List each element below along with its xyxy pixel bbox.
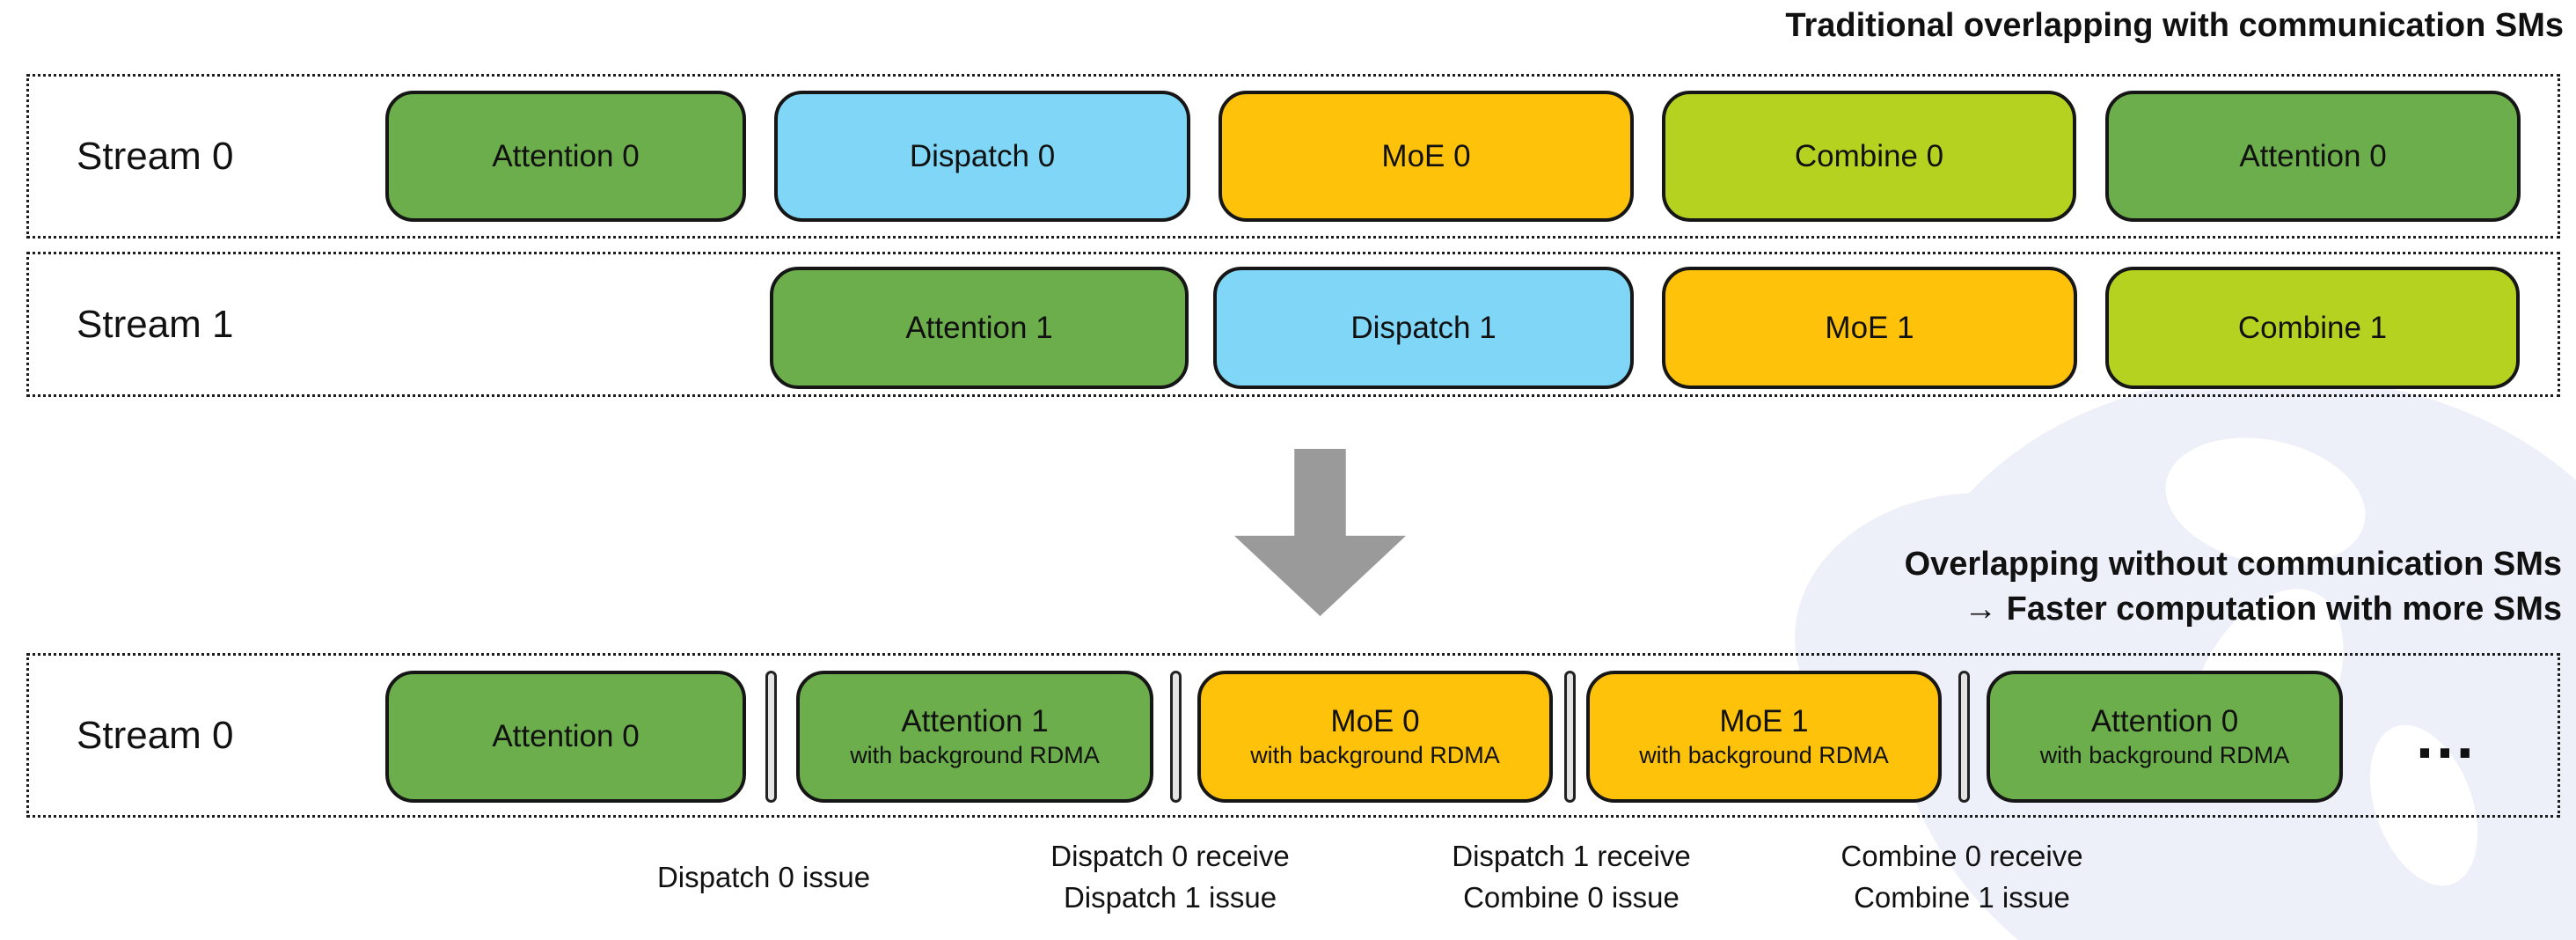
title-traditional-overlapping: Traditional overlapping with communicati… (1785, 7, 2564, 44)
task-block-label: MoE 1 (1825, 310, 1914, 345)
task-block-dispatch-0: Dispatch 0 (774, 91, 1190, 222)
task-block-sublabel: with background RDMA (1250, 742, 1500, 768)
task-block-attention-1: Attention 1 with background RDMA (796, 671, 1153, 803)
stream-0-label: Stream 0 (77, 713, 234, 757)
panel-top-stream-0: Stream 0 Attention 0 Dispatch 0 MoE 0 Combi… (26, 74, 2560, 239)
task-block-label: MoE 0 (1330, 704, 1420, 738)
task-block-label: Attention 0 (2090, 704, 2239, 738)
task-block-attention-0: Attention 0 with background RDMA (1987, 671, 2343, 803)
comm-annotation-line: Combine 0 issue (1463, 881, 1680, 914)
task-block-moe-0: MoE 0 with background RDMA (1197, 671, 1553, 803)
panel-bottom-stream-0: Stream 0 … Attention 0 Attention 1 with ba… (26, 653, 2560, 818)
task-block-label: Combine 0 (1794, 138, 1944, 173)
comm-divider (1958, 671, 1970, 803)
comm-divider (765, 671, 777, 803)
stream-1-label: Stream 1 (77, 302, 234, 346)
comm-annotation-line: Combine 1 issue (1854, 881, 2070, 914)
comm-annotation-line: Dispatch 1 issue (1063, 881, 1277, 914)
comm-annotation-line: Dispatch 1 receive (1452, 840, 1691, 872)
task-block-attention-0: Attention 0 (385, 91, 746, 222)
task-block-moe-0: MoE 0 (1218, 91, 1634, 222)
title-overlapping-without-sms-line1: Overlapping without communication SMs (1904, 546, 2562, 583)
task-block-label: Dispatch 0 (909, 138, 1056, 173)
comm-divider (1564, 671, 1576, 803)
task-block-label: Attention 0 (492, 138, 640, 173)
task-block-sublabel: with background RDMA (1639, 742, 1889, 768)
panel-top-stream-1: Stream 1 Attention 1 Dispatch 1 MoE 1 Combi… (26, 252, 2560, 397)
task-block-sublabel: with background RDMA (2039, 742, 2290, 768)
comm-divider (1170, 671, 1182, 803)
task-block-label: Attention 1 (901, 704, 1049, 738)
task-block-label: Attention 0 (492, 719, 640, 753)
ellipsis-icon: … (2413, 701, 2484, 772)
task-block-attention-1: Attention 1 (770, 267, 1189, 389)
stream-0-label: Stream 0 (77, 134, 234, 178)
task-block-label: Dispatch 1 (1350, 310, 1497, 345)
down-arrow-icon (1234, 449, 1406, 616)
task-block-attention-0: Attention 0 (385, 671, 746, 803)
task-block-combine-0: Combine 0 (1662, 91, 2076, 222)
comm-annotation-line: Dispatch 0 issue (656, 860, 871, 893)
task-block-moe-1: MoE 1 with background RDMA (1586, 671, 1942, 803)
task-block-label: MoE 0 (1381, 138, 1471, 173)
task-block-moe-1: MoE 1 (1662, 267, 2077, 389)
task-block-label: MoE 1 (1719, 704, 1809, 738)
task-block-dispatch-1: Dispatch 1 (1213, 267, 1634, 389)
task-block-label: Combine 1 (2237, 310, 2388, 345)
task-block-label: Attention 0 (2239, 138, 2387, 173)
comm-annotation-line: Dispatch 0 receive (1050, 840, 1290, 872)
title-overlapping-without-sms-line2: → Faster computation with more SMs (1964, 591, 2562, 628)
task-block-attention-0: Attention 0 (2105, 91, 2521, 222)
title-overlapping-without-sms: Overlapping without communication SMs → … (1905, 542, 2562, 632)
comm-annotation: Dispatch 0 issue (657, 834, 870, 919)
task-block-label: Attention 1 (905, 310, 1053, 345)
task-block-sublabel: with background RDMA (850, 742, 1100, 768)
comm-annotation-line: Combine 0 receive (1841, 840, 2083, 872)
task-block-combine-1: Combine 1 (2105, 267, 2520, 389)
